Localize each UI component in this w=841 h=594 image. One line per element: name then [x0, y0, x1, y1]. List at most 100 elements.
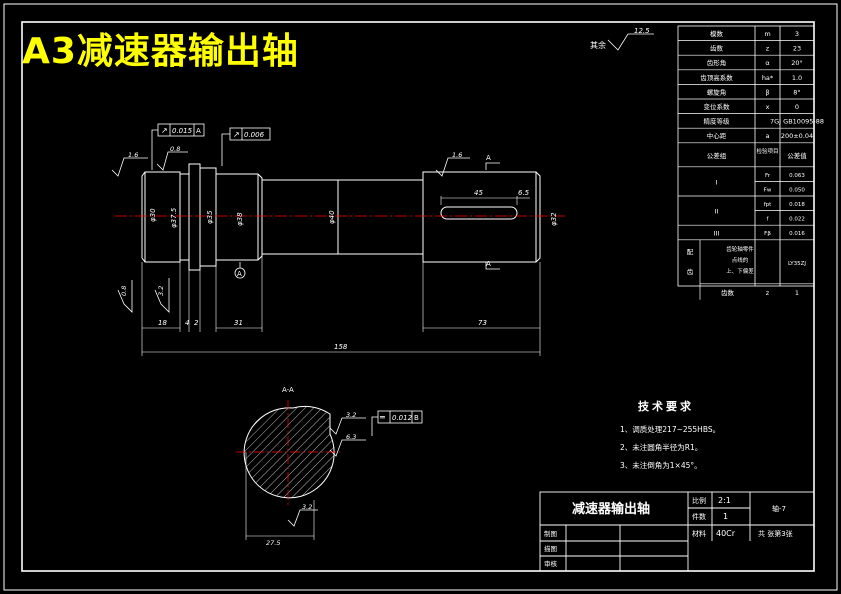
title-block-text: 减速器输出轴 比例 2:1 件数 1 材料 40Cr 轴-7 共 张第3张 制图… [544, 496, 793, 568]
group-item-symbol: Fβ [764, 231, 771, 237]
svg-text:B: B [414, 414, 419, 422]
mating-teeth-sym: z [766, 289, 770, 297]
svg-text:0.012: 0.012 [392, 414, 413, 422]
section-mark-top: A [486, 154, 491, 162]
svg-text:45: 45 [474, 189, 483, 197]
param-name: 模数 [710, 29, 724, 38]
mating-label-2: 齿 [687, 268, 694, 276]
section-marks [485, 162, 500, 270]
mating-line2: 点线的 [732, 256, 749, 264]
svg-text:2: 2 [194, 319, 199, 327]
param-name: 齿顶高系数 [700, 73, 733, 82]
svg-text:↗: ↗ [233, 130, 240, 139]
datum-a-marker: A [234, 262, 246, 279]
group-name: I [716, 178, 718, 186]
scale-label: 比例 [692, 496, 706, 505]
param-value: 8° [793, 88, 800, 96]
svg-text:φ35: φ35 [206, 210, 214, 224]
param-symbol: z [766, 45, 770, 53]
svg-text:1.6: 1.6 [128, 151, 138, 159]
mating-teeth-value: 1 [795, 289, 799, 297]
tolerance-frame-1: ↗ 0.015 A [151, 123, 205, 170]
tech-requirements: 技术要求 1、调质处理217~255HBS。 2、未注圆角半径为R1。 3、未注… [620, 399, 720, 470]
svg-text:φ38: φ38 [236, 212, 244, 226]
svg-text:φ30: φ30 [149, 208, 157, 222]
sheet-info: 共 张第3张 [758, 529, 793, 538]
group-item-symbol: Fr [765, 173, 771, 179]
svg-text:0.8: 0.8 [170, 145, 180, 153]
svg-text:31: 31 [234, 319, 243, 327]
svg-text:↗: ↗ [161, 126, 168, 135]
mating-line1: 齿轮轴零件 [726, 245, 754, 253]
svg-text:A: A [196, 127, 201, 135]
param-value: 200±0.04 [781, 132, 813, 140]
surface-finish-prefix: 其余 [590, 40, 606, 50]
drawing-frame [21, 21, 815, 572]
group-name: II [715, 208, 719, 216]
section-depth-dim: 27.5 [266, 539, 280, 547]
svg-text:φ40: φ40 [328, 210, 336, 224]
tolerance-frame-3: ═ 0.012 B [371, 410, 423, 436]
mating-value: LY35ZJ [788, 261, 806, 267]
mating-line3: 上、下偏差 [726, 267, 754, 275]
overlay-title: A3减速器输出轴 [22, 31, 299, 72]
part-name: 减速器输出轴 [572, 501, 650, 517]
group-name: III [714, 230, 720, 238]
shaft-view [141, 163, 541, 271]
group-item-value: 0.018 [789, 202, 805, 208]
param-value: 20° [791, 59, 803, 67]
param-value: 7GJ GB10095-88 [770, 118, 824, 126]
scale-value: 2:1 [718, 496, 731, 505]
param-value: 3 [795, 30, 799, 38]
param-name: 齿形角 [707, 58, 727, 67]
mating-teeth-label: 齿数 [721, 288, 735, 297]
svg-text:6.3: 6.3 [346, 433, 356, 441]
role-trace: 描图 [544, 544, 557, 553]
mating-label-1: 配 [687, 248, 694, 256]
dimension-texts: 158 18 4 2 31 73 45 6.5 φ30 φ37.5 φ35 φ3… [149, 189, 558, 351]
param-name: 中心距 [707, 131, 727, 140]
svg-text:3.2: 3.2 [157, 286, 165, 296]
group-item-symbol: Fw [764, 187, 772, 193]
param-symbol: x [766, 103, 770, 111]
group-item-symbol: f [767, 217, 770, 223]
group-header-col2: 检验项目 [756, 147, 778, 155]
param-name: 齿数 [710, 44, 724, 53]
tech-requirement-1: 1、调质处理217~255HBS。 [620, 424, 720, 434]
param-name: 变位系数 [704, 102, 731, 111]
svg-text:18: 18 [158, 319, 167, 327]
params-table [677, 25, 815, 287]
group-item-value: 0.063 [789, 173, 805, 179]
section-roughness: 3.2 [302, 503, 312, 511]
role-review: 审核 [544, 559, 558, 568]
svg-text:A: A [237, 270, 242, 278]
sheet-border [3, 3, 838, 591]
roughness-symbol-icon [607, 33, 654, 51]
drawing-number: 轴-7 [772, 504, 786, 513]
roughness-symbols [111, 151, 470, 457]
svg-text:158: 158 [334, 343, 348, 351]
group-item-value: 0.016 [789, 231, 805, 237]
material-label: 材料 [692, 529, 706, 538]
tolerance-frame-2: ↗ 0.006 [221, 127, 271, 166]
qty-value: 1 [723, 512, 728, 521]
section-view [236, 400, 340, 540]
material-value: 40Cr [716, 529, 736, 538]
surface-finish-note: 其余 12.5 [590, 27, 654, 51]
role-draw: 制图 [544, 529, 557, 538]
group-header: 公差组 [707, 151, 727, 160]
svg-text:═: ═ [379, 413, 385, 422]
svg-text:φ37.5: φ37.5 [170, 207, 178, 228]
param-value: 23 [793, 45, 801, 53]
param-symbol: β [765, 88, 769, 96]
group-item-value: 0.022 [789, 217, 805, 223]
svg-text:6.5: 6.5 [518, 189, 530, 197]
svg-text:4: 4 [185, 319, 189, 327]
svg-text:1.6: 1.6 [452, 151, 462, 159]
svg-text:0.8: 0.8 [120, 286, 128, 296]
qty-label: 件数 [692, 512, 706, 521]
param-symbol: a [766, 132, 770, 140]
section-mark-bottom: A [486, 260, 491, 268]
